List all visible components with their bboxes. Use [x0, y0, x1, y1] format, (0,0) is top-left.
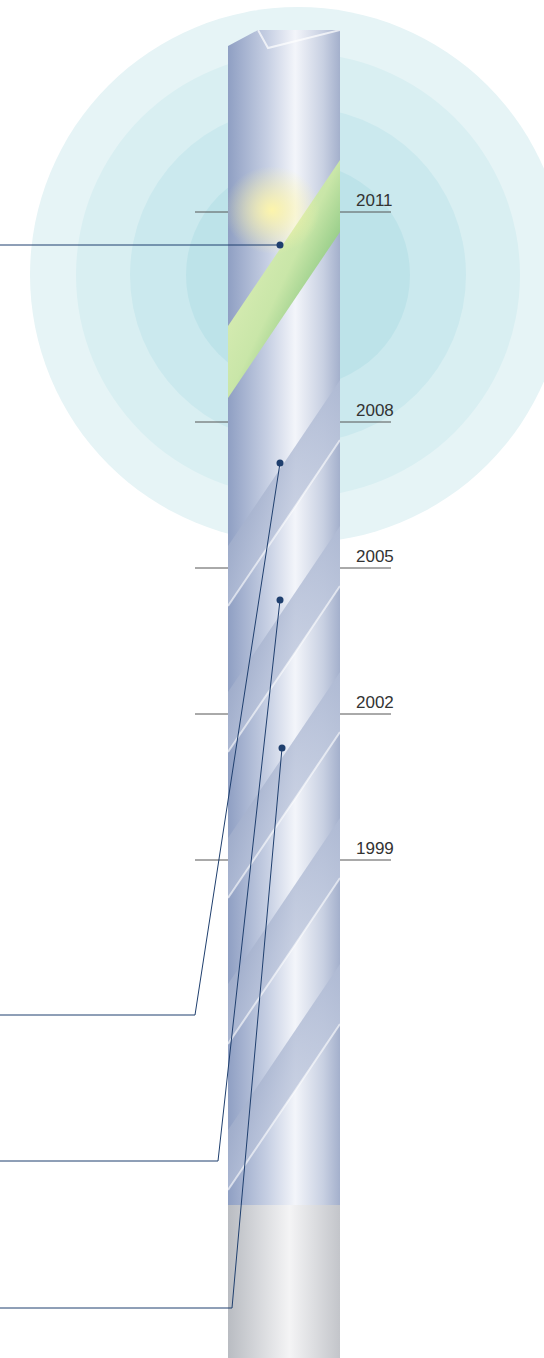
- year-label: 2011: [356, 192, 393, 209]
- year-label: 1999: [356, 840, 394, 857]
- drill-flutes: [228, 380, 340, 1190]
- leader-lines: [0, 245, 282, 1308]
- year-label: 2002: [356, 694, 394, 711]
- year-label: 2008: [356, 402, 394, 419]
- year-label: 2005: [356, 548, 394, 565]
- drill-shank: [228, 1190, 340, 1358]
- flute-band: [228, 964, 340, 1190]
